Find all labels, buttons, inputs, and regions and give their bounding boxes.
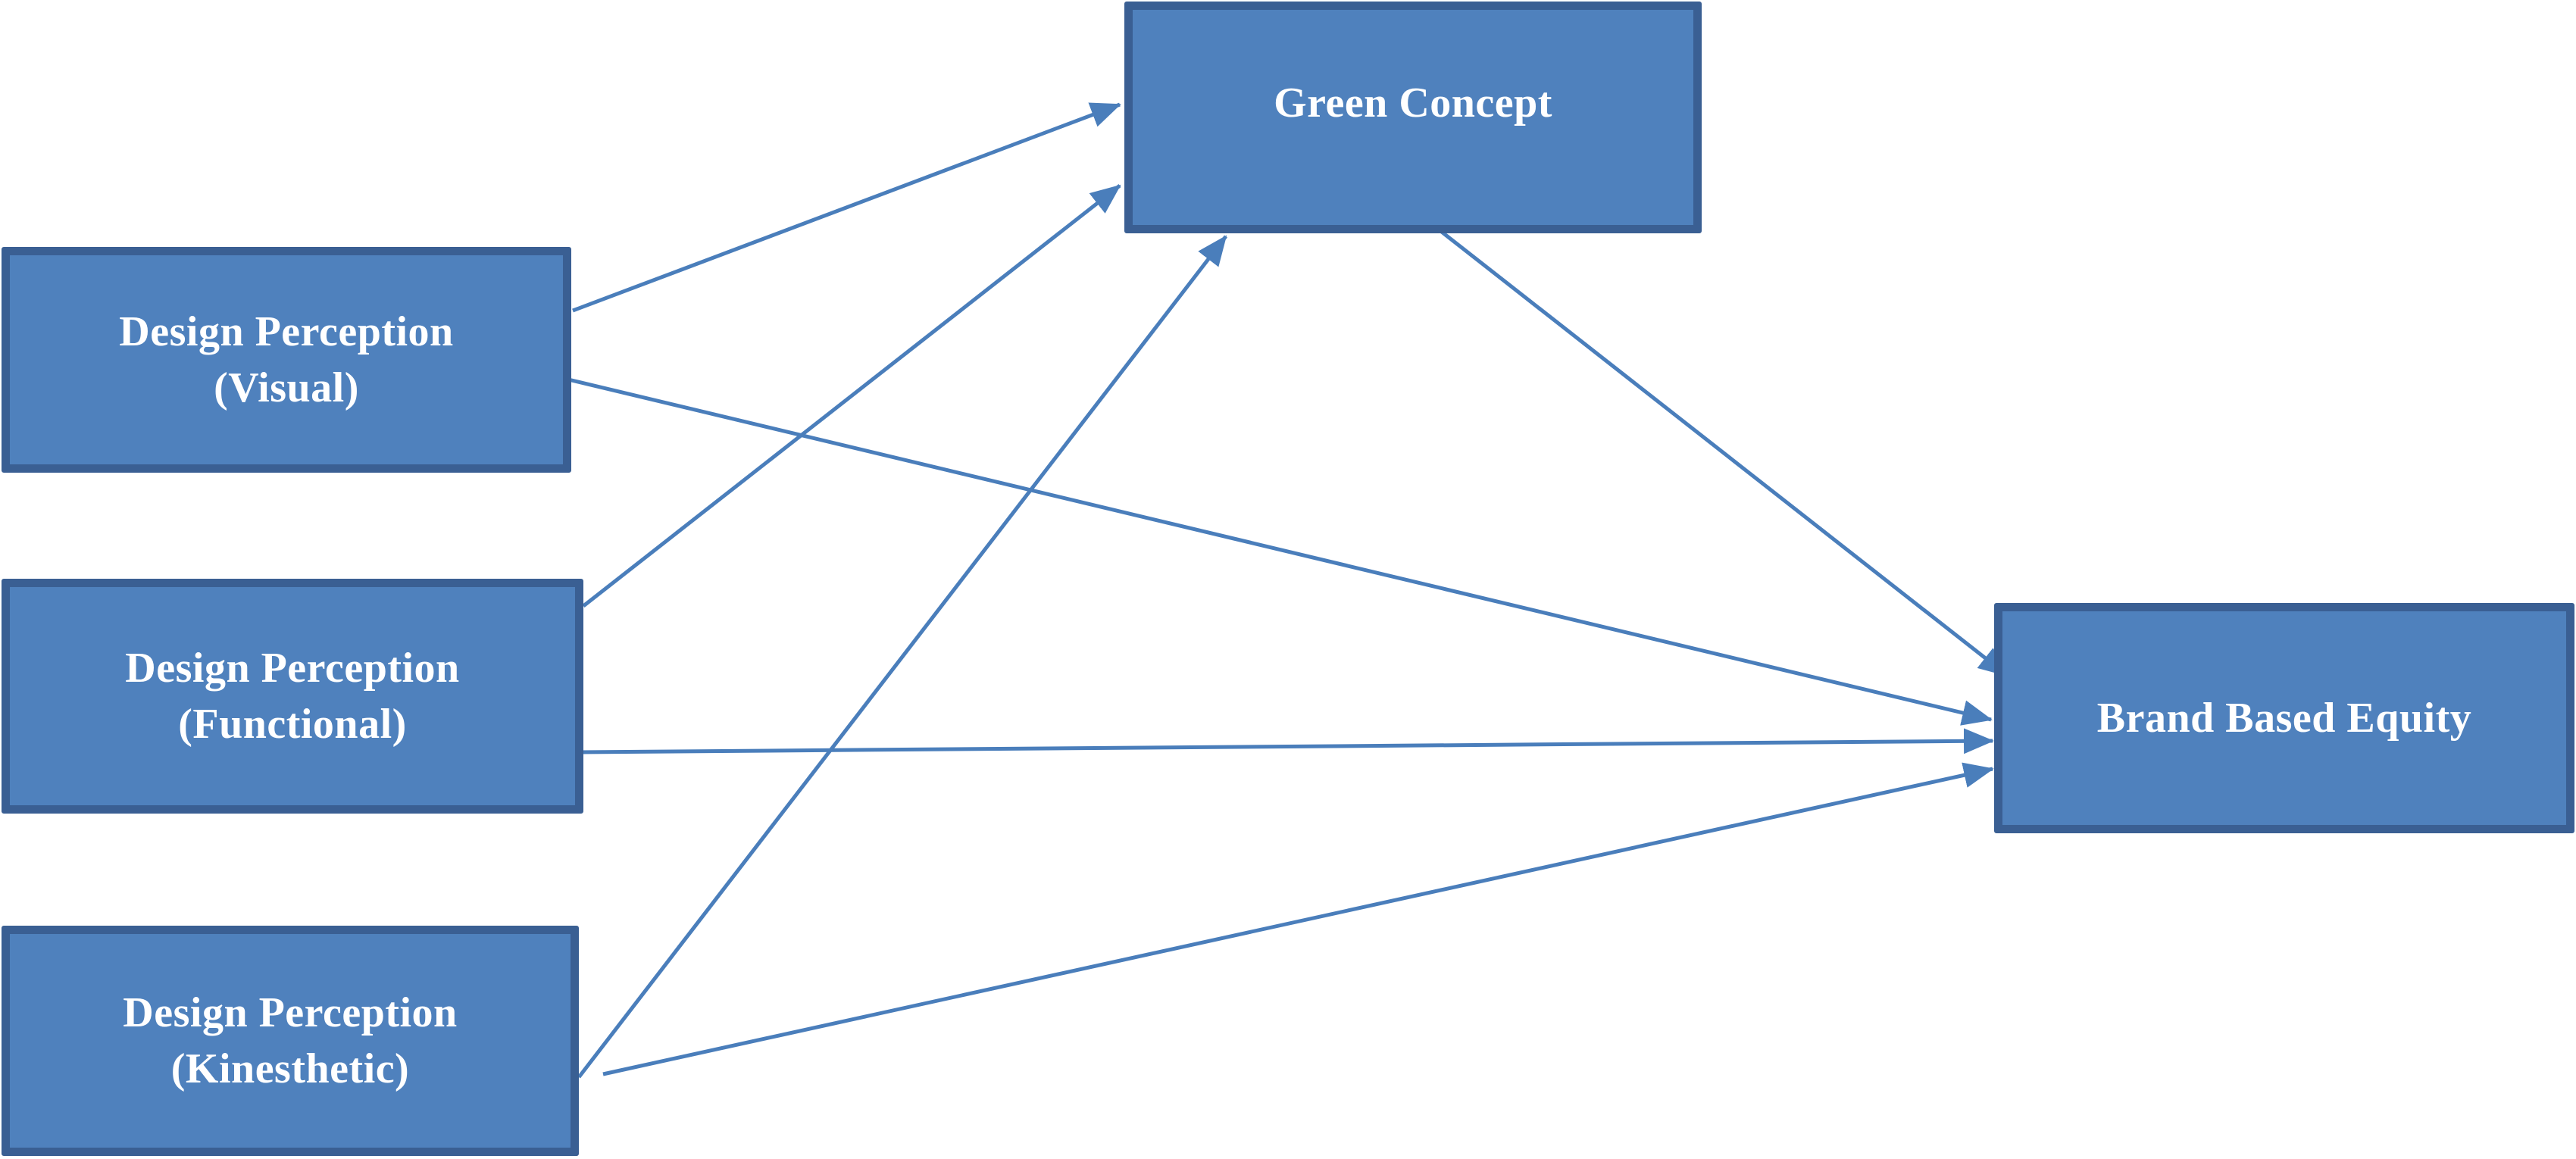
arrow-visual-to-brand [564,376,1993,726]
node-kinesthetic-label-line2: (Kinesthetic) [170,1045,410,1092]
arrow-visual-to-green [572,102,1121,313]
node-visual-label-line2: (Visual) [214,364,359,411]
green-concept-box: Green Concept [1124,2,1702,233]
arrow-green-to-brand [1430,223,2009,677]
node-functional-label-line1: Design Perception [125,645,460,692]
arrow-functional-to-brand [575,728,1994,754]
design-perception-visual-box: Design Perception (Visual) [2,247,571,473]
node-visual-label-line1: Design Perception [119,308,454,355]
arrow-functional-to-green [582,184,1121,608]
node-functional-label-line2: (Functional) [178,701,407,748]
brand-based-equity-box: Brand Based Equity [1994,603,2574,833]
node-brand-label: Brand Based Equity [2096,695,2472,742]
arrow-kinesthetic-to-brand [602,762,1994,1076]
design-perception-functional-box: Design Perception (Functional) [2,579,583,814]
node-green-label: Green Concept [1274,80,1552,127]
node-kinesthetic-label-line1: Design Perception [123,989,458,1036]
arrow-kinesthetic-to-green [577,235,1227,1079]
design-perception-kinesthetic-box: Design Perception (Kinesthetic) [2,926,579,1156]
